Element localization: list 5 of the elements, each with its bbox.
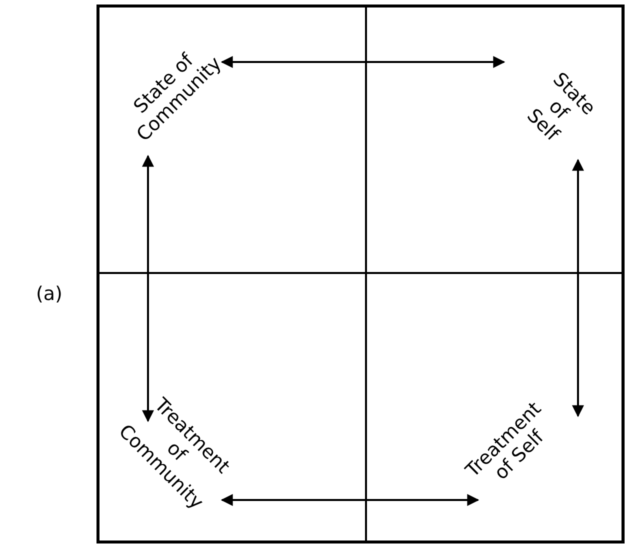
double-arrow <box>142 154 154 422</box>
double-arrow <box>572 158 584 418</box>
double-arrow <box>220 494 480 506</box>
double-arrow <box>220 56 506 68</box>
panel-label: (a) <box>36 283 62 305</box>
